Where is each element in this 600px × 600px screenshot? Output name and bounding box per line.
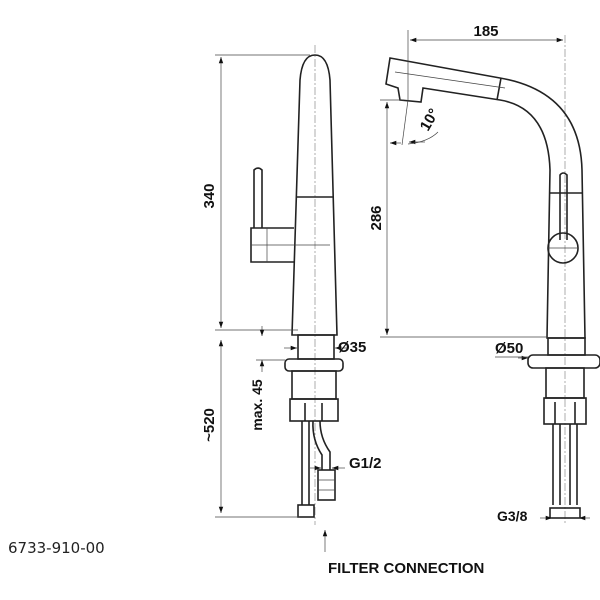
dim-spout-height: 286: [368, 205, 385, 230]
faucet-body-side: [291, 54, 338, 336]
dim-spout-reach: 185: [473, 23, 498, 40]
filter-connection-label: FILTER CONNECTION: [328, 560, 484, 577]
product-code: 6733-910-00: [8, 539, 105, 557]
side-view: 340 ~520 max. 45 Ø35 G1/2 FILTER CONNECT…: [201, 45, 484, 577]
front-view: 185 286 10° Ø50 G3/8: [368, 23, 600, 525]
dim-thread-g12: G1/2: [349, 455, 382, 472]
filter-hose: [312, 420, 331, 470]
dim-spout-angle: 10°: [417, 106, 443, 134]
spout: [385, 57, 586, 339]
supply-hose: [301, 421, 310, 505]
dim-diameter-35: Ø35: [338, 339, 366, 356]
lever-handle-front: [559, 172, 568, 240]
dim-below-counter: ~520: [201, 408, 218, 442]
dim-total-height: 340: [201, 183, 218, 208]
dim-thread-g38: G3/8: [497, 508, 528, 524]
dim-diameter-50: Ø50: [495, 340, 523, 357]
dim-max-counter: max. 45: [249, 379, 265, 431]
lever-handle: [253, 167, 263, 228]
